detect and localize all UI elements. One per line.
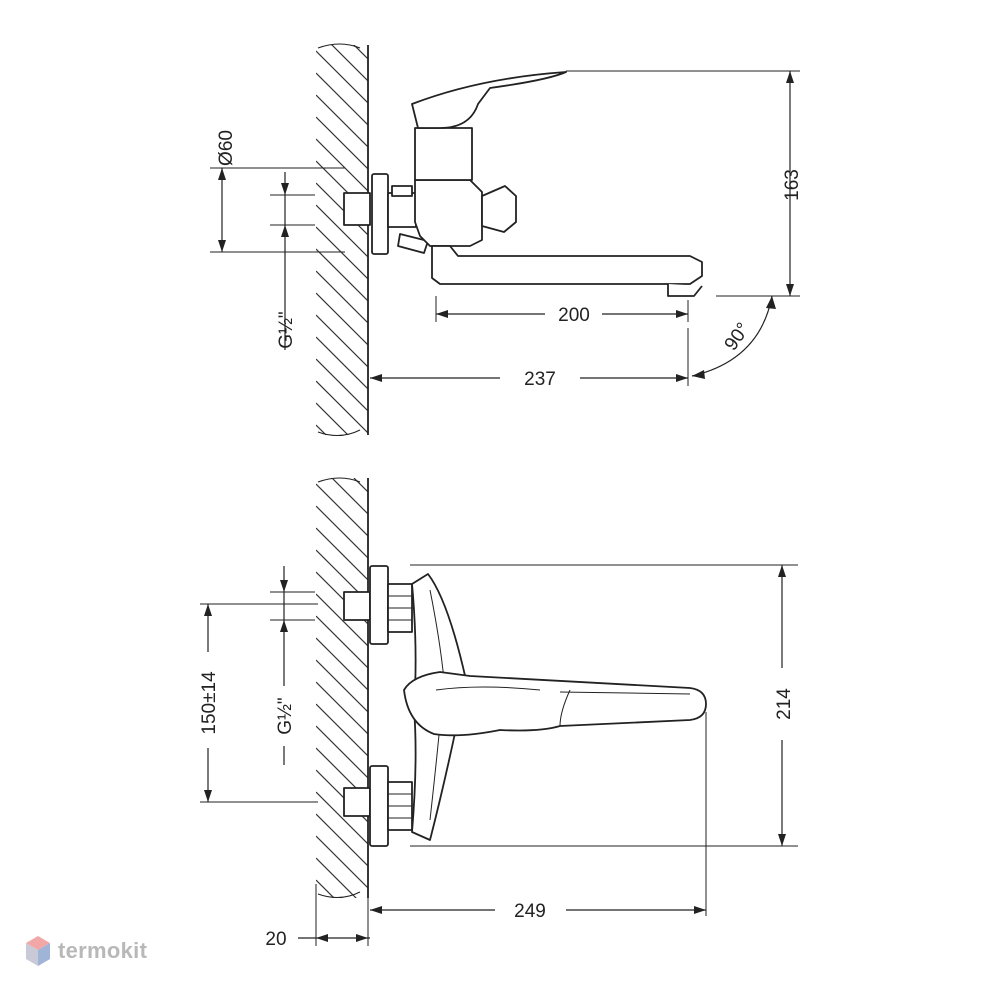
hatch-line: [316, 116, 368, 170]
hatch-line: [316, 380, 368, 434]
dim-diameter-label: Ø60: [216, 130, 237, 166]
dim-thread-top: G½": [270, 172, 315, 350]
dim-height-top: 163: [566, 70, 803, 297]
hatch-line: [316, 879, 335, 898]
hatch-line: [316, 813, 368, 867]
front-view: 150±14 G½" 214: [199, 477, 798, 998]
hatch-line: [316, 681, 368, 735]
dim-reach-top: 237: [370, 328, 689, 390]
hatch-line: [316, 402, 349, 435]
hatch-line: [316, 902, 368, 954]
top-view: Ø60 G½" 163 200: [210, 0, 803, 436]
faucet-side-body: [343, 71, 703, 297]
dim-height-front-label: 214: [774, 688, 795, 720]
dim-angle-top: 90°: [691, 295, 776, 379]
dim-spout-label: 200: [558, 305, 590, 326]
hatch-line: [316, 593, 368, 647]
hatch-line: [316, 857, 357, 898]
dim-angle-label: 90°: [721, 319, 755, 355]
hatch-line: [353, 478, 368, 493]
hatch-line: [316, 835, 368, 889]
dim-reach-front: 249: [370, 712, 707, 922]
hatch-line: [316, 0, 368, 37]
dim-wall-label: 20: [265, 929, 286, 950]
hatch-line: [316, 94, 368, 148]
wall-break-bottom: [317, 429, 361, 436]
hatch-line: [316, 138, 368, 192]
wall-hatch-front: [316, 478, 368, 998]
lower-connection: [343, 765, 413, 847]
hatch-line: [316, 314, 368, 368]
dim-wall-front: 20: [265, 884, 370, 950]
hatch-line: [316, 336, 368, 390]
wall-break-front-bottom: [317, 891, 361, 898]
hatch-line: [331, 45, 368, 82]
hatch-line: [316, 791, 368, 845]
hatch-line: [316, 505, 368, 559]
hatch-line: [316, 358, 368, 412]
hatch-line: [316, 924, 368, 976]
dim-diameter-top: Ø60: [210, 130, 345, 253]
hatch-line: [316, 637, 368, 691]
hatch-line: [316, 182, 368, 236]
hatch-line: [316, 226, 368, 280]
wall-break-front-top: [317, 477, 361, 483]
dim-reach-front-label: 249: [514, 901, 546, 922]
hatch-line: [316, 50, 368, 104]
dim-height-label: 163: [782, 169, 803, 201]
brand-logo-text: termokit: [58, 938, 148, 963]
hatch-line: [316, 527, 368, 581]
brand-cube-icon: [26, 936, 50, 966]
hatch-line: [316, 72, 368, 126]
dim-height-front: 214: [410, 564, 798, 847]
wall-hatch-top: [316, 0, 368, 435]
dim-spout-top: 200: [435, 296, 689, 326]
dim-thread-label: G½": [276, 311, 297, 348]
hatch-line: [353, 45, 368, 60]
hatch-line: [316, 946, 368, 998]
hatch-line: [316, 270, 368, 324]
hatch-line: [316, 703, 368, 757]
dim-reach-label: 237: [524, 369, 556, 390]
hatch-line: [316, 615, 368, 669]
hatch-line: [316, 659, 368, 713]
hatch-line: [316, 725, 368, 779]
hatch-line: [316, 292, 368, 346]
faucet-front-body: [403, 573, 707, 841]
hatch-line: [316, 204, 368, 258]
hatch-line: [331, 478, 368, 515]
dim-thread-front: G½": [270, 566, 315, 765]
wall-break-top: [317, 43, 361, 49]
hatch-line: [316, 483, 368, 537]
hatch-line: [316, 424, 327, 435]
dim-spacing-front: 150±14: [199, 603, 318, 803]
hatch-line: [316, 248, 368, 302]
upper-connection: [343, 565, 413, 645]
dim-spacing-label: 150±14: [199, 671, 220, 735]
brand-logo: termokit: [24, 934, 147, 968]
dim-thread-front-label: G½": [275, 697, 296, 734]
